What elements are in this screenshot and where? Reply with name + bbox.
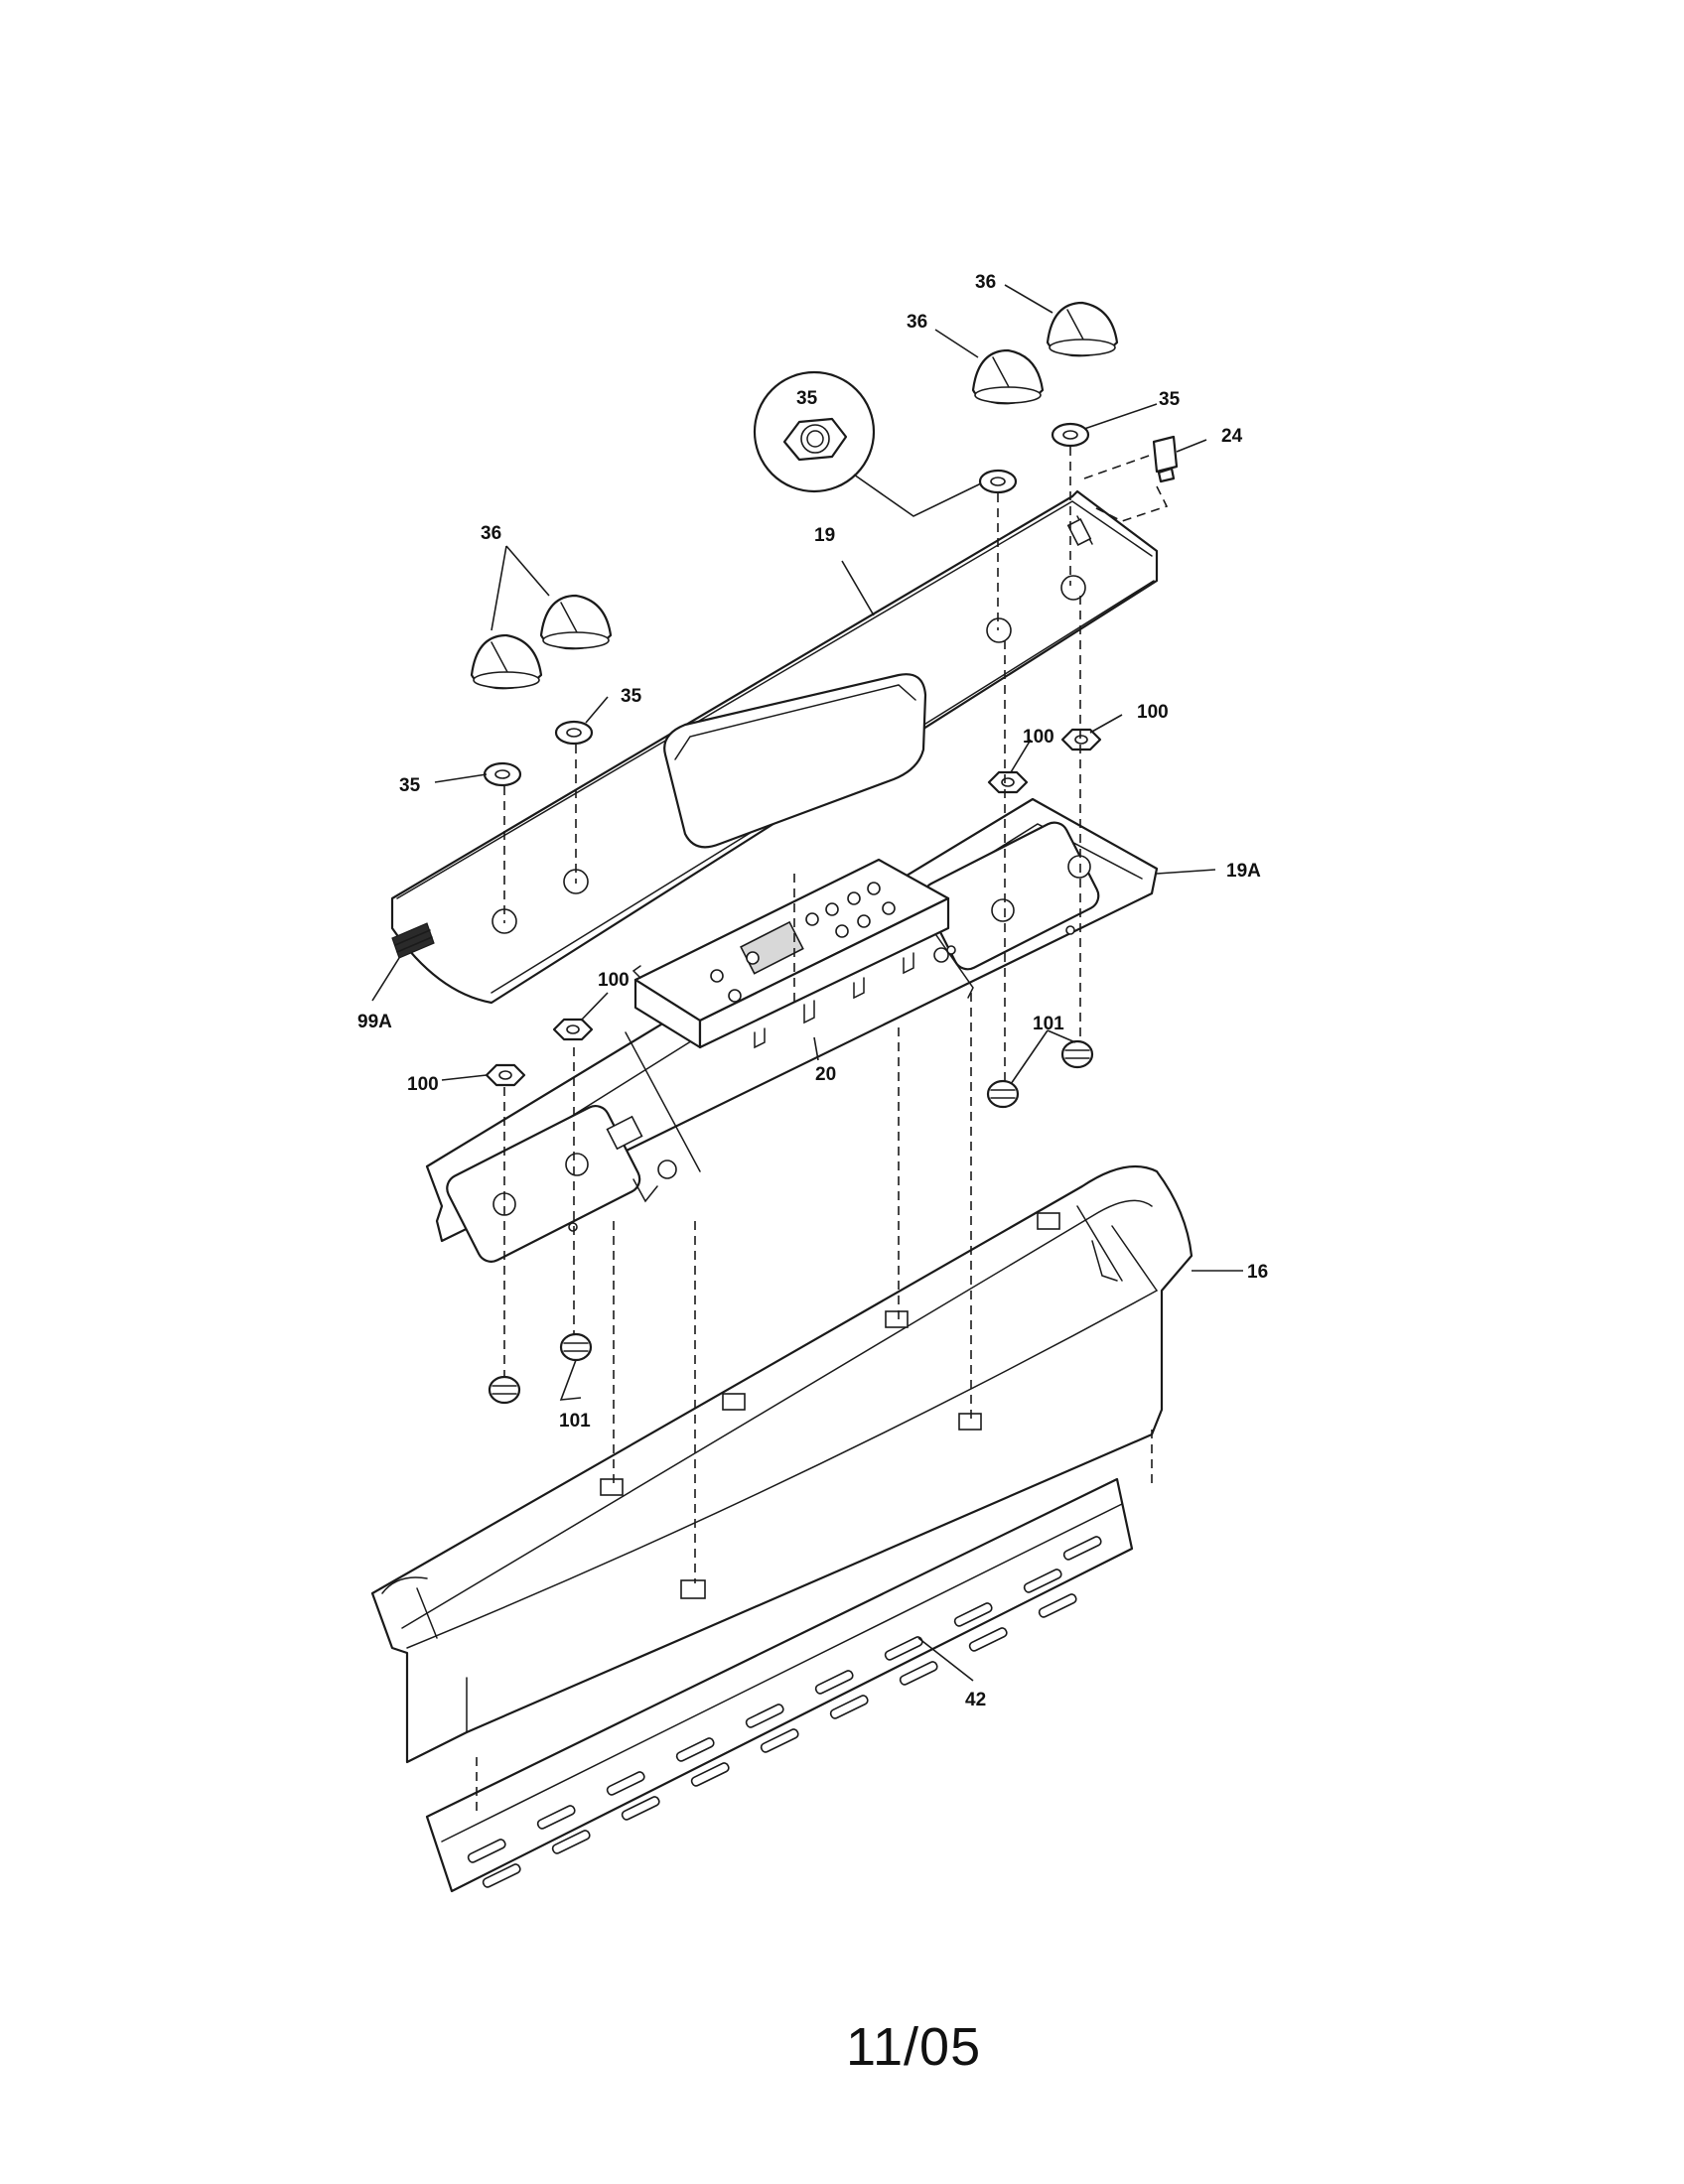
- label-101-right: 101: [1033, 1014, 1064, 1034]
- knob-left-upper: [539, 594, 613, 650]
- switch-part-24: [1083, 435, 1179, 522]
- label-35-right: 35: [1159, 389, 1181, 410]
- nuts-part-101: [488, 1039, 1094, 1405]
- nut-101-left-lower: [488, 1375, 521, 1405]
- nut-101-right-lower: [986, 1079, 1020, 1109]
- knob-top-middle: [971, 348, 1045, 405]
- leader-lines: [434, 284, 1243, 1682]
- control-panel-part-19: [390, 489, 1159, 1005]
- vent-slots: [467, 1536, 1102, 1888]
- label-42: 42: [965, 1690, 986, 1710]
- vent-trim-part-42: [425, 1477, 1134, 1893]
- nut-35-left-lower: [483, 761, 522, 787]
- label-99A: 99A: [357, 1012, 392, 1032]
- label-36-left: 36: [481, 523, 501, 544]
- ribbon-cable-part-99A: [371, 922, 435, 1002]
- nut-35-right: [1051, 422, 1090, 448]
- label-100-right-lower: 100: [1023, 727, 1054, 748]
- label-36-top-middle: 36: [907, 312, 927, 333]
- footer-date: 11/05: [846, 2017, 981, 2077]
- label-35-left-upper: 35: [621, 686, 642, 707]
- detail-callout-35: [753, 370, 982, 517]
- label-100-left-lower: 100: [407, 1074, 439, 1095]
- nut-101-right-upper: [1060, 1039, 1094, 1069]
- console-trim-part-16: [370, 1164, 1193, 1764]
- label-100-left-upper: 100: [598, 970, 630, 991]
- label-35-left-lower: 35: [399, 775, 421, 796]
- label-20: 20: [815, 1064, 836, 1085]
- label-101-left: 101: [559, 1411, 591, 1432]
- label-24: 24: [1221, 426, 1243, 447]
- nut-35-middle: [978, 469, 1018, 494]
- nut-100-right-upper: [1060, 728, 1102, 751]
- assembly-lines: [476, 447, 1153, 1812]
- control-board-part-20: [632, 858, 950, 1049]
- nuts-part-35: [483, 422, 1090, 787]
- nut-101-left-upper: [559, 1332, 593, 1362]
- control-bracket-part-19A: [425, 797, 1159, 1263]
- nuts-part-100: [485, 728, 1102, 1087]
- nut-100-left-upper: [552, 1018, 594, 1041]
- label-100-right-upper: 100: [1137, 702, 1169, 723]
- label-16: 16: [1247, 1262, 1268, 1283]
- part-labels: 36 36 36 35 35 35 35 24 19 100 100 100 1…: [357, 272, 1268, 1710]
- nut-35-left-upper: [554, 720, 594, 746]
- knob-left-lower: [470, 633, 543, 690]
- label-19A: 19A: [1226, 861, 1261, 882]
- knobs-part-36: [470, 301, 1119, 690]
- nut-100-left-lower: [485, 1063, 526, 1087]
- knob-top-right: [1046, 301, 1119, 357]
- label-35-detail: 35: [796, 388, 818, 409]
- label-19: 19: [814, 525, 835, 546]
- nut-100-right-lower: [987, 770, 1029, 794]
- label-36-top-right: 36: [975, 272, 996, 293]
